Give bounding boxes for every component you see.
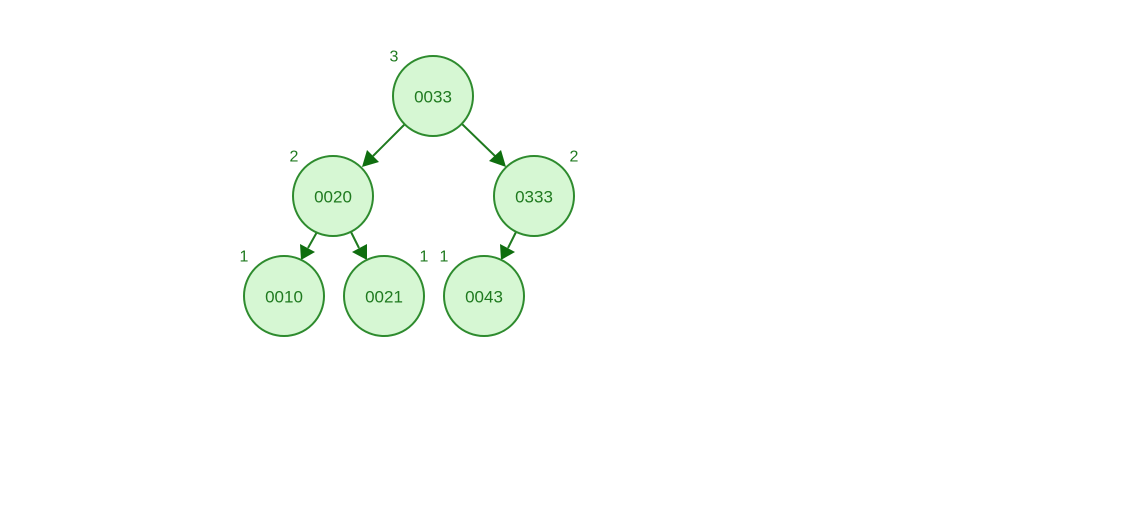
- node-circle: [443, 255, 525, 337]
- tree-node: 0043 1: [440, 249, 525, 337]
- node-height-label: 2: [570, 149, 579, 166]
- node-key-label: 0020: [314, 188, 352, 207]
- arrowhead: [362, 150, 379, 167]
- tree-node: 0021 1: [343, 249, 429, 337]
- edge-0333-0043: [500, 231, 517, 260]
- node-height-label: 1: [420, 249, 429, 266]
- node-height-label: 1: [240, 249, 249, 266]
- arrowhead: [489, 150, 506, 167]
- node-circle: [493, 155, 575, 237]
- edge-0033-0333: [461, 123, 506, 167]
- tree-node: 0333 2: [493, 149, 579, 237]
- arrowhead: [500, 244, 515, 260]
- node-height-label: 2: [290, 149, 299, 166]
- node-key-label: 0010: [265, 288, 303, 307]
- node-key-label: 0021: [365, 288, 403, 307]
- tree-node: 0010 1: [240, 249, 325, 337]
- edge-0033-0020: [362, 123, 406, 167]
- edge-0020-0010: [300, 231, 318, 260]
- edges-layer: [300, 123, 517, 260]
- node-height-label: 3: [390, 49, 399, 66]
- arrowhead: [352, 244, 367, 260]
- edge-0020-0021: [350, 231, 367, 260]
- node-key-label: 0333: [515, 188, 553, 207]
- node-key-label: 0033: [414, 88, 452, 107]
- node-circle: [392, 55, 474, 137]
- node-circle: [343, 255, 425, 337]
- tree-node: 0020 2: [290, 149, 374, 237]
- node-circle: [292, 155, 374, 237]
- tree-node: 0033 3: [390, 49, 474, 137]
- node-key-label: 0043: [465, 288, 503, 307]
- arrowhead: [300, 244, 315, 260]
- node-circle: [243, 255, 325, 337]
- node-height-label: 1: [440, 249, 449, 266]
- nodes-layer: 0033 3 0020 2 0333 2 0010 1 0021 1: [240, 49, 579, 337]
